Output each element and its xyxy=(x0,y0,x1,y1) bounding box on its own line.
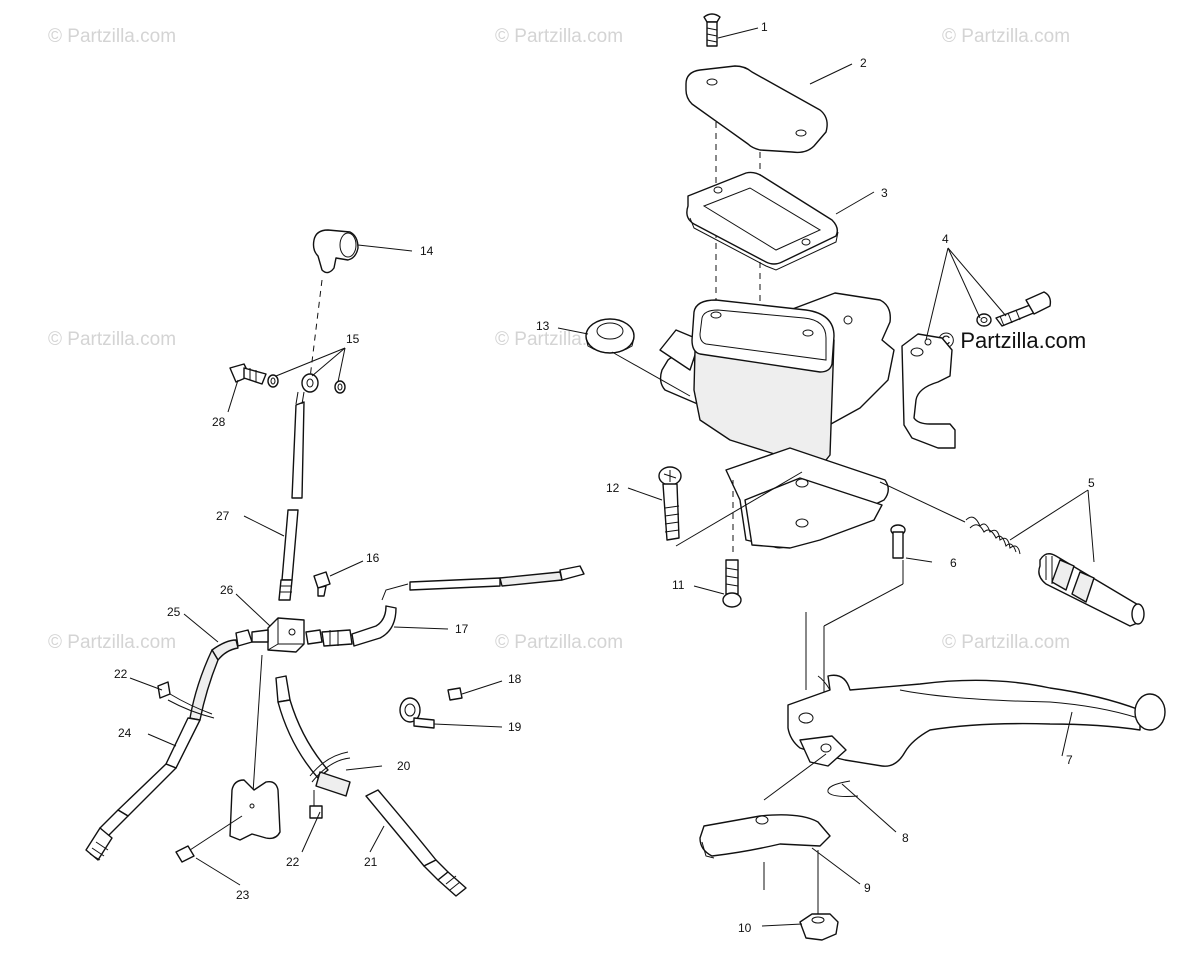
callout-24: 24 xyxy=(118,726,132,740)
callout-11: 11 xyxy=(672,578,685,592)
callout-25: 25 xyxy=(167,605,181,619)
cap-screw xyxy=(703,13,721,47)
upper-hose xyxy=(291,401,305,499)
lock-nut xyxy=(799,913,839,941)
brake-hose-24 xyxy=(85,717,201,861)
brake-switch xyxy=(313,571,331,597)
return-spring xyxy=(827,780,859,797)
hose-clamp-left xyxy=(157,681,215,719)
brake-lever xyxy=(787,674,1166,767)
callout-3: 3 xyxy=(881,186,888,200)
watermark: © Partzilla.com xyxy=(495,632,623,653)
callout-2: 2 xyxy=(860,56,867,70)
tee-fitting xyxy=(309,229,359,379)
master-cylinder-body xyxy=(659,292,895,549)
boot-seal xyxy=(585,318,691,397)
pivot-pin xyxy=(823,524,906,627)
leader-lines xyxy=(129,27,1095,927)
callout-numbers: 1 2 3 4 5 6 7 8 9 10 11 12 13 14 15 16 1… xyxy=(114,20,1095,935)
callout-12: 12 xyxy=(606,481,620,495)
callout-23: 23 xyxy=(236,888,250,902)
callout-13: 13 xyxy=(536,319,550,333)
banjo-bolt xyxy=(229,363,267,385)
callout-27: 27 xyxy=(216,509,230,523)
bottom-screw xyxy=(722,480,742,608)
handlebar-clamp xyxy=(901,291,1052,449)
callout-18: 18 xyxy=(508,672,522,686)
callout-4: 4 xyxy=(942,232,949,246)
callout-7: 7 xyxy=(1066,753,1073,767)
watermark: © Partzilla.com xyxy=(48,26,176,47)
mounting-tab xyxy=(175,779,281,863)
watermarks: © Partzilla.com © Partzilla.com © Partzi… xyxy=(48,26,1086,653)
watermark-prominent: © Partzilla.com xyxy=(938,328,1086,353)
callout-17: 17 xyxy=(455,622,469,636)
callout-10: 10 xyxy=(738,921,752,935)
callout-16: 16 xyxy=(366,551,380,565)
watermark: © Partzilla.com xyxy=(942,26,1070,47)
banjo-washers xyxy=(267,373,346,394)
callout-19: 19 xyxy=(508,720,522,734)
watermark: © Partzilla.com xyxy=(48,329,176,350)
callout-21: 21 xyxy=(364,855,378,869)
callout-22-left: 22 xyxy=(114,667,128,681)
watermark: © Partzilla.com xyxy=(48,632,176,653)
callout-20: 20 xyxy=(397,759,411,773)
hose-clamp-right xyxy=(309,751,351,819)
callout-28: 28 xyxy=(212,415,226,429)
lower-hose xyxy=(278,509,299,601)
callout-26: 26 xyxy=(220,583,234,597)
watermark: © Partzilla.com xyxy=(942,632,1070,653)
watermark: © Partzilla.com xyxy=(495,26,623,47)
master-cylinder-assembly xyxy=(585,13,1166,941)
line-clip xyxy=(399,687,463,729)
diaphragm-gasket xyxy=(686,171,839,271)
junction-block xyxy=(251,617,305,809)
callout-15: 15 xyxy=(346,332,360,346)
brake-line-25 xyxy=(189,629,269,721)
callout-14: 14 xyxy=(420,244,434,258)
adjuster-lever xyxy=(699,753,831,918)
callout-6: 6 xyxy=(950,556,957,570)
callout-8: 8 xyxy=(902,831,909,845)
brake-hose-21 xyxy=(275,675,467,897)
callout-22-right: 22 xyxy=(286,855,300,869)
brake-line-assembly xyxy=(85,229,585,897)
pivot-bolt xyxy=(658,466,803,547)
spring-piston xyxy=(879,481,1145,627)
brake-line-17 xyxy=(305,565,585,647)
callout-9: 9 xyxy=(864,881,871,895)
callout-5: 5 xyxy=(1088,476,1095,490)
callout-1: 1 xyxy=(761,20,768,34)
reservoir-cover xyxy=(685,65,828,154)
